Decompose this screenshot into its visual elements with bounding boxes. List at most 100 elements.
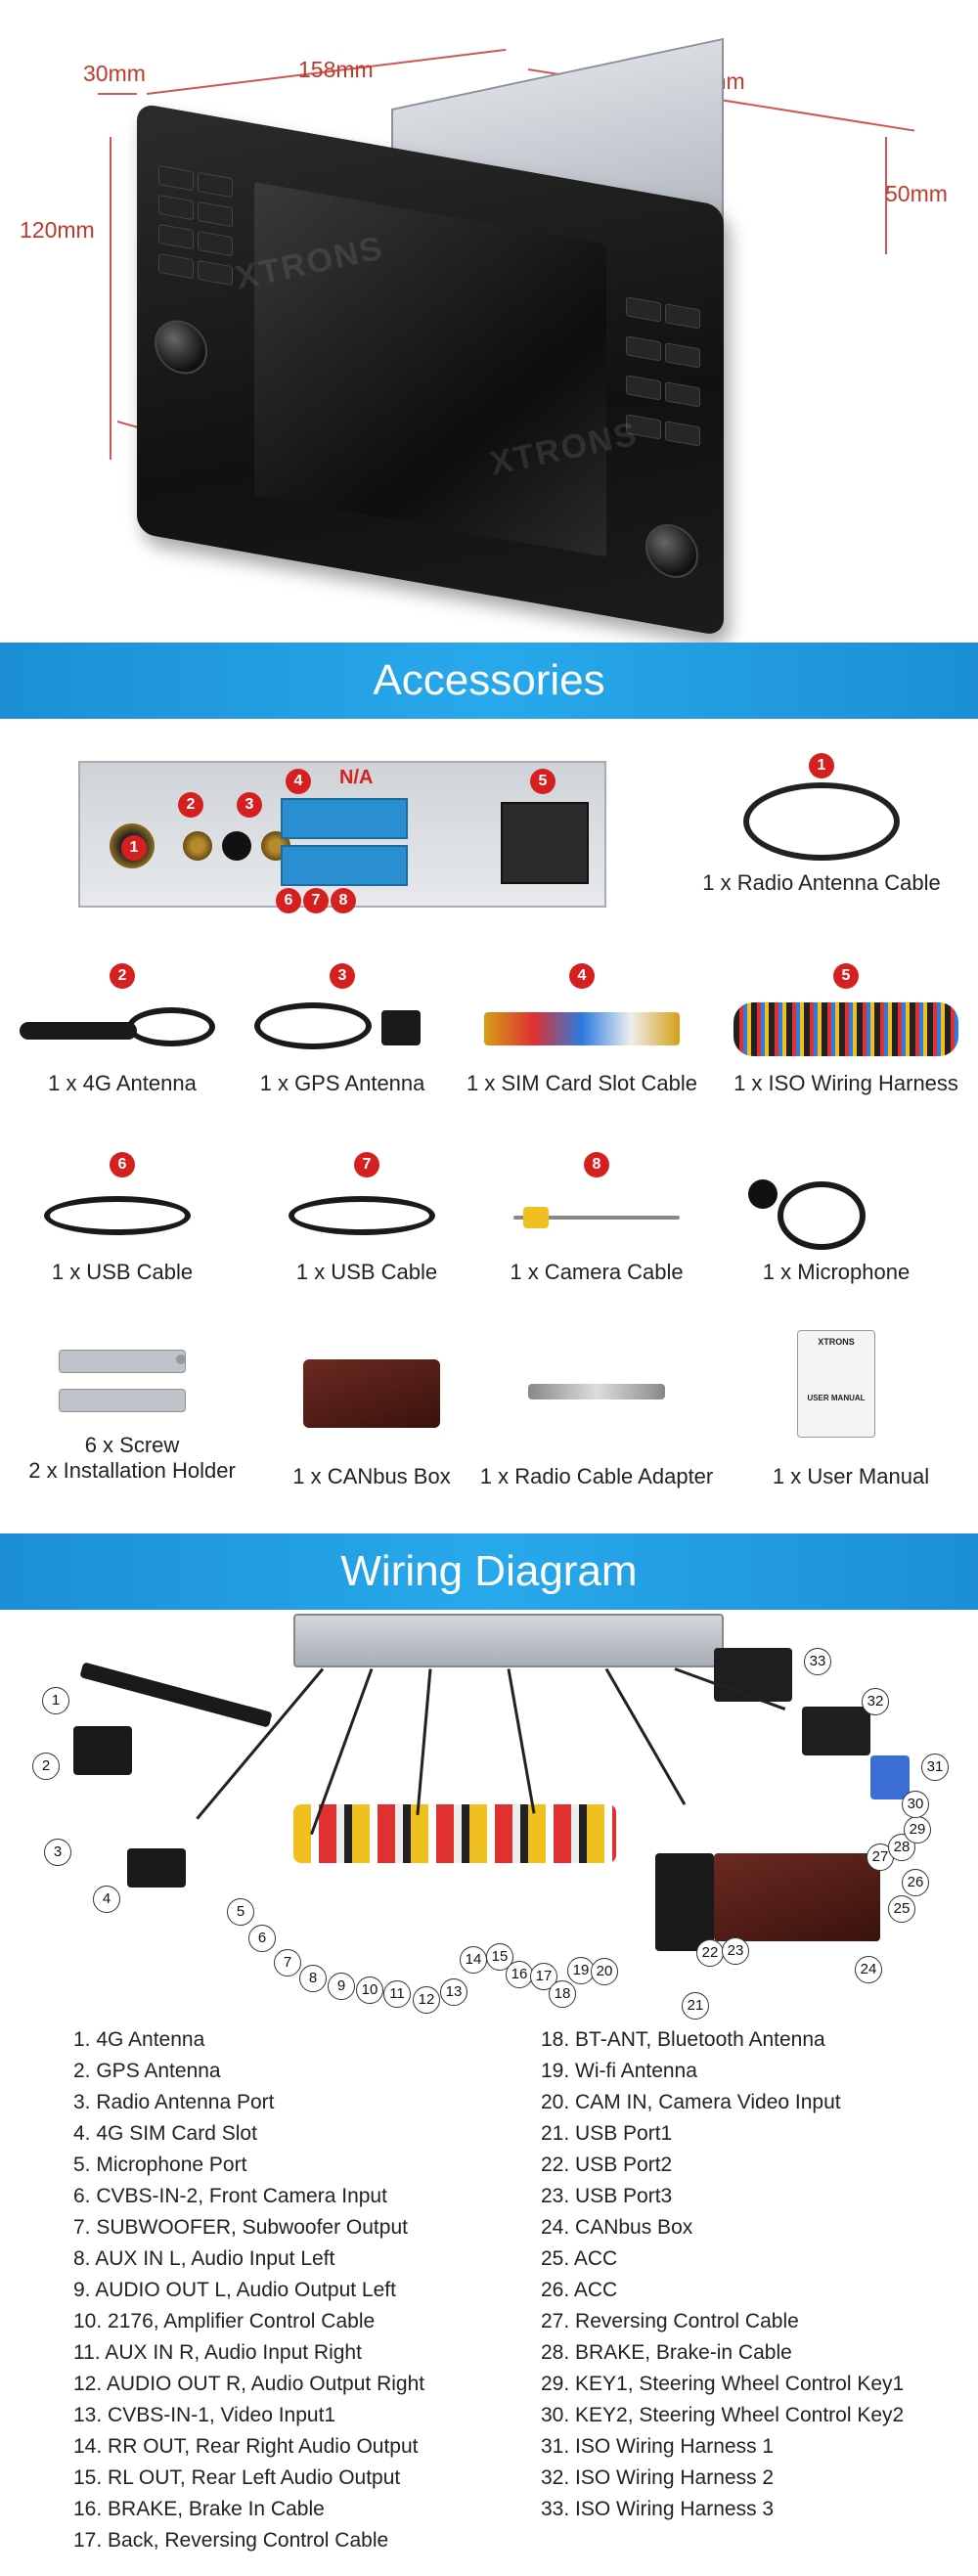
dim-width-top: 158mm bbox=[298, 57, 374, 82]
accessory-microphone: 1 x Microphone bbox=[729, 1152, 944, 1285]
legend-item: 25. ACC bbox=[541, 2247, 618, 2270]
dim-height-chassis: 50mm bbox=[885, 181, 948, 206]
face-button bbox=[626, 375, 661, 401]
item-label: 6 x Screw bbox=[84, 1433, 180, 1457]
face-button bbox=[158, 252, 194, 280]
accessory-camera-cable: 8 1 x Camera Cable bbox=[484, 1152, 709, 1285]
legend-item: 32. ISO Wiring Harness 2 bbox=[541, 2466, 775, 2489]
callout-27: 27 bbox=[867, 1843, 894, 1871]
dim-height-left: 120mm bbox=[20, 217, 95, 243]
usb-cable-icon bbox=[44, 1196, 191, 1235]
dim-line-left-height bbox=[110, 137, 111, 460]
item-badge: 6 bbox=[110, 1152, 135, 1177]
callout-6: 6 bbox=[248, 1925, 276, 1952]
legend-item: 6. CVBS-IN-2, Front Camera Input bbox=[73, 2185, 387, 2207]
callout-1: 1 bbox=[42, 1687, 69, 1714]
item-label: 1 x Radio Cable Adapter bbox=[479, 1464, 714, 1488]
iso-connector-icon bbox=[870, 1755, 910, 1799]
legend-item: 8. AUX IN L, Audio Input Left bbox=[73, 2247, 335, 2270]
legend-item: 11. AUX IN R, Audio Input Right bbox=[73, 2341, 362, 2364]
cable-coil-icon bbox=[127, 1007, 215, 1046]
item-label: 1 x ISO Wiring Harness bbox=[734, 1071, 958, 1095]
callout-21: 21 bbox=[682, 1992, 709, 2020]
port-badge-3: 3 bbox=[237, 792, 262, 818]
dim-line-front-depth bbox=[98, 93, 137, 95]
legend-item: 24. CANbus Box bbox=[541, 2216, 693, 2239]
legend-item: 22. USB Port2 bbox=[541, 2154, 673, 2176]
callout-3: 3 bbox=[44, 1839, 71, 1866]
wiring-diagram-banner: Wiring Diagram bbox=[0, 1533, 978, 1610]
accessories-banner: Accessories bbox=[0, 643, 978, 719]
sim-slot-icon bbox=[127, 1848, 186, 1888]
legend-item: 19. Wi-fi Antenna bbox=[541, 2060, 697, 2082]
fakra-port bbox=[183, 831, 212, 861]
antenna-icon bbox=[79, 1662, 273, 1728]
legend-item: 4. 4G SIM Card Slot bbox=[73, 2122, 257, 2145]
legend-item: 27. Reversing Control Cable bbox=[541, 2310, 799, 2332]
camera-cable-icon bbox=[513, 1216, 680, 1220]
legend-item: 30. KEY2, Steering Wheel Control Key2 bbox=[541, 2404, 905, 2426]
antenna-icon bbox=[20, 1022, 137, 1040]
gps-puck-icon bbox=[73, 1726, 132, 1775]
canbus-box-icon bbox=[303, 1359, 440, 1428]
unit-screen bbox=[254, 182, 606, 557]
accessory-gps-antenna: 3 1 x GPS Antenna bbox=[244, 963, 440, 1096]
microphone-icon bbox=[778, 1181, 866, 1250]
face-button bbox=[198, 200, 233, 228]
item-badge: 7 bbox=[354, 1152, 379, 1177]
callout-28: 28 bbox=[888, 1834, 915, 1861]
legend-item: 18. BT-ANT, Bluetooth Antenna bbox=[541, 2028, 825, 2051]
iso-connector-icon bbox=[802, 1707, 870, 1755]
legend-item: 9. AUDIO OUT L, Audio Output Left bbox=[73, 2279, 396, 2301]
callout-17: 17 bbox=[530, 1963, 557, 1990]
port-badge-2: 2 bbox=[178, 792, 203, 818]
callout-12: 12 bbox=[413, 1986, 440, 2014]
item-label: 1 x 4G Antenna bbox=[48, 1071, 197, 1095]
wire bbox=[196, 1667, 325, 1820]
callout-24: 24 bbox=[855, 1956, 882, 1983]
item-label: 1 x CANbus Box bbox=[292, 1464, 451, 1488]
port-badge-7: 7 bbox=[303, 888, 329, 913]
usb-cable-icon bbox=[289, 1196, 435, 1235]
legend-item: 3. Radio Antenna Port bbox=[73, 2091, 275, 2113]
legend-item: 23. USB Port3 bbox=[541, 2185, 673, 2207]
rca-bundle-icon bbox=[293, 1804, 616, 1863]
face-button bbox=[626, 296, 661, 323]
legend-item: 26. ACC bbox=[541, 2279, 618, 2301]
manual-icon: XTRONS USER MANUAL bbox=[797, 1330, 875, 1438]
wiring-legend-right: 18. BT-ANT, Bluetooth Antenna 19. Wi-fi … bbox=[541, 2024, 904, 2525]
bracket-icon bbox=[59, 1350, 186, 1373]
accessory-usb-cable-1: 6 1 x USB Cable bbox=[24, 1152, 220, 1285]
cable-icon bbox=[743, 782, 900, 861]
callout-19: 19 bbox=[567, 1957, 595, 1984]
product-dimension-drawing: 30mm 158mm 178mm 120mm 50mm 285mm bbox=[0, 0, 978, 637]
tune-knob bbox=[645, 519, 698, 583]
black-connector bbox=[501, 802, 589, 884]
callout-2: 2 bbox=[32, 1753, 60, 1780]
legend-item: 33. ISO Wiring Harness 3 bbox=[541, 2498, 775, 2520]
item-label: 1 x Microphone bbox=[762, 1260, 911, 1284]
callout-8: 8 bbox=[299, 1965, 327, 1992]
dim-line-right-height bbox=[885, 137, 887, 254]
callout-26: 26 bbox=[902, 1869, 929, 1896]
port-badge-4: 4 bbox=[286, 769, 311, 794]
face-button bbox=[158, 164, 194, 192]
unit-rear-icon bbox=[293, 1614, 724, 1667]
face-button bbox=[665, 381, 700, 408]
face-button bbox=[158, 223, 194, 250]
port-badge-5: 5 bbox=[530, 769, 556, 794]
item-label: 1 x GPS Antenna bbox=[259, 1071, 425, 1095]
legend-item: 2. GPS Antenna bbox=[73, 2060, 221, 2082]
iso-connector-icon bbox=[714, 1648, 792, 1702]
port-badge-1: 1 bbox=[121, 835, 147, 861]
blue-connector bbox=[281, 845, 408, 886]
item-badge: 4 bbox=[569, 963, 595, 989]
item-label: 1 x Radio Antenna Cable bbox=[702, 870, 941, 895]
legend-item: 17. Back, Reversing Control Cable bbox=[73, 2529, 389, 2552]
wire bbox=[507, 1668, 536, 1814]
port-badge-8: 8 bbox=[331, 888, 356, 913]
item-label: 1 x SIM Card Slot Cable bbox=[467, 1071, 697, 1095]
accessory-sim-card-slot-cable: 4 1 x SIM Card Slot Cable bbox=[455, 963, 709, 1096]
port-badge-6: 6 bbox=[276, 888, 301, 913]
legend-item: 10. 2176, Amplifier Control Cable bbox=[73, 2310, 376, 2332]
